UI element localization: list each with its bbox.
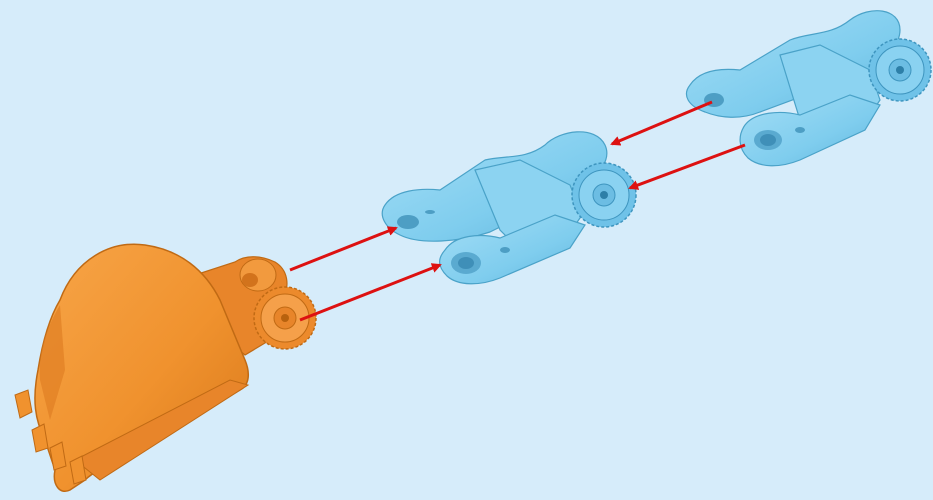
arrow-bucket-lower <box>300 265 440 320</box>
arm-link-middle <box>382 132 636 284</box>
arrow-bucket-upper <box>290 228 396 270</box>
arrow-right-upper <box>612 102 712 144</box>
arrow-right-lower <box>630 145 745 188</box>
gear-middle <box>572 163 636 227</box>
excavator-bucket <box>15 244 316 491</box>
arm-link-right <box>686 11 931 166</box>
gear-right <box>869 39 931 101</box>
